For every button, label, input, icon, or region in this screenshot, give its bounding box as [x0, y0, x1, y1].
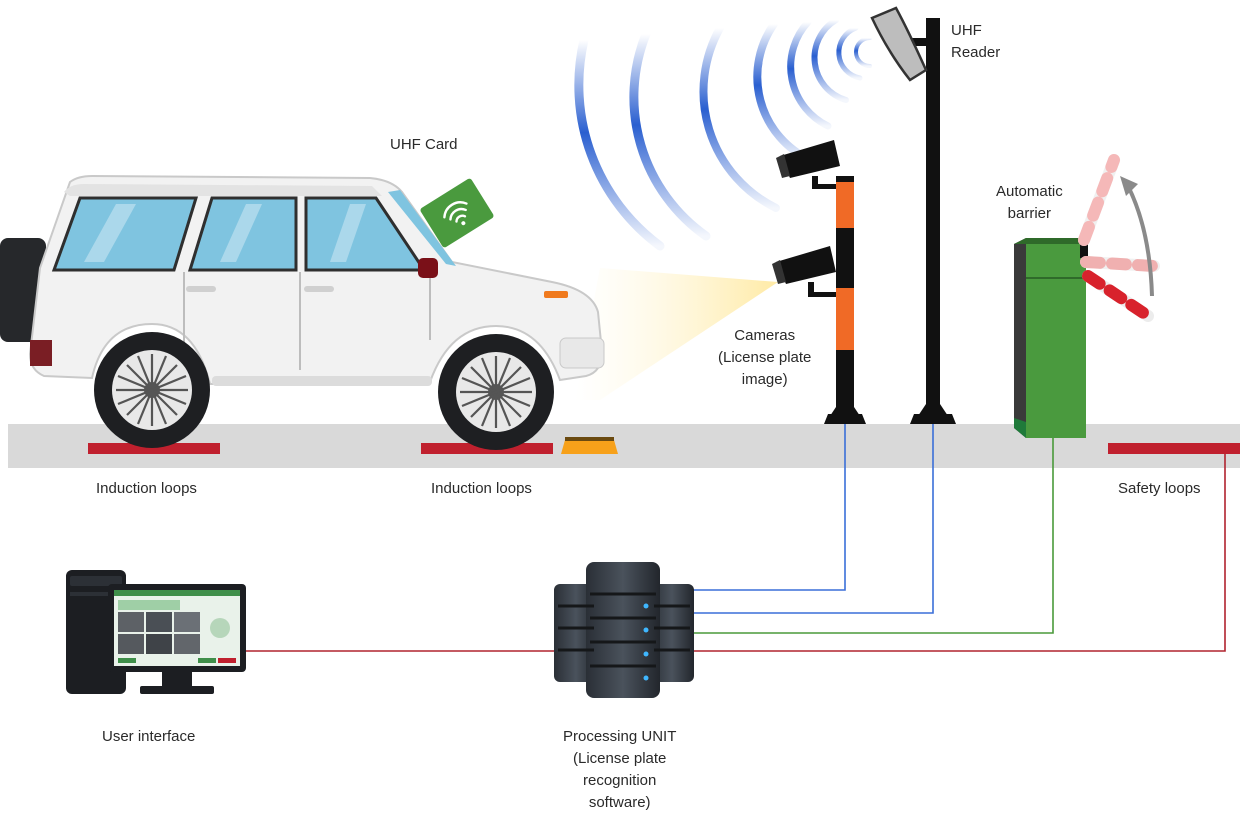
barrier-body — [1014, 238, 1088, 438]
processing-unit-label: Processing UNIT (License plate recogniti… — [563, 728, 677, 811]
camera-icon — [776, 140, 840, 189]
monitor-icon — [108, 584, 246, 694]
connection-lines — [246, 424, 1226, 652]
cameras-label: Cameras (License plate image) — [718, 327, 812, 388]
safety-loops-label: Safety loops — [1118, 480, 1201, 497]
automatic-barrier-label: Automatic barrier — [996, 183, 1063, 222]
uhf-card-icon — [420, 178, 494, 248]
safety-loop — [1108, 443, 1240, 454]
barrier-arm-icon — [1078, 154, 1160, 322]
camera-beam — [575, 268, 778, 400]
server-icon — [554, 562, 694, 698]
safety-loop-link — [692, 454, 1226, 652]
camera-icon — [772, 246, 836, 297]
uhf-card-label: UHF Card — [390, 136, 458, 153]
barrier-link — [692, 438, 1054, 634]
uhf-reader-pole — [910, 18, 956, 424]
induction-loop-1 — [88, 443, 220, 454]
user-interface-label: User interface — [102, 728, 196, 745]
car-icon — [0, 174, 605, 450]
induction-loops-label-1: Induction loops — [96, 480, 197, 497]
radio-waves — [574, 17, 872, 251]
induction-loops-label-2: Induction loops — [431, 480, 532, 497]
reader-link — [692, 424, 934, 614]
ground-sensor — [561, 440, 618, 454]
camera-link — [692, 424, 846, 591]
barrier-open-arrow — [1120, 176, 1154, 297]
uhf-reader-label: UHF Reader — [951, 22, 1001, 61]
uhf-reader-icon — [870, 6, 928, 82]
camera-pole — [824, 176, 866, 424]
